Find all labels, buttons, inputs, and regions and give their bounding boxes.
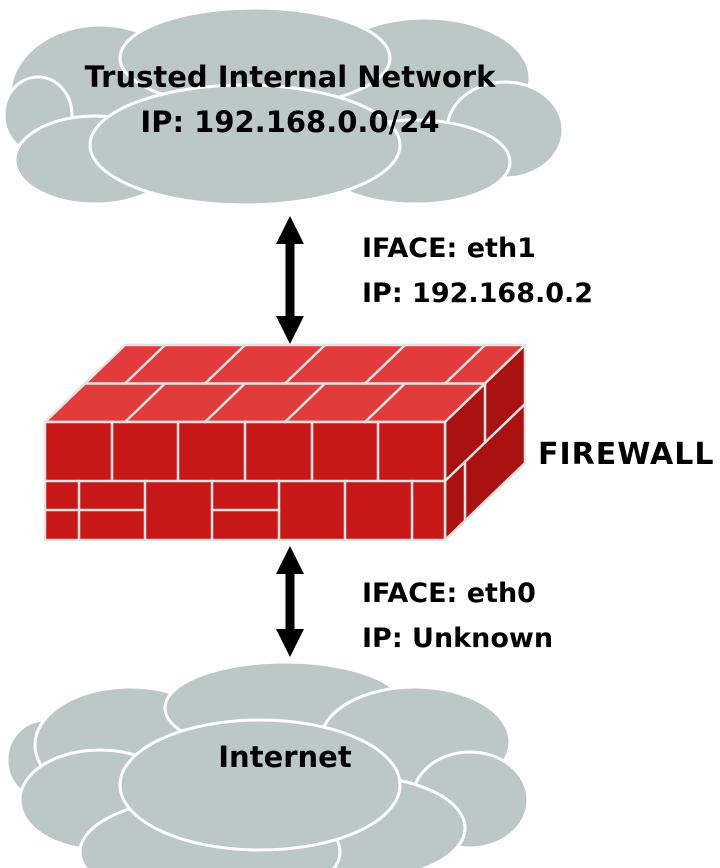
internal-network-ip: IP: 192.168.0.0/24 (140, 105, 440, 139)
lower-interface-label: IFACE: eth0 IP: Unknown (362, 571, 553, 661)
upper-interface-label: IFACE: eth1 IP: 192.168.0.2 (362, 226, 593, 316)
internal-network-name: Trusted Internal Network (84, 60, 496, 94)
internal-network-cloud-shape (2, 6, 565, 207)
lower-link-arrow-icon (276, 546, 304, 657)
internet-label: Internet (218, 740, 352, 774)
firewall-brick-wall-shape (43, 343, 527, 542)
upper-link-arrow-icon (276, 216, 304, 344)
internal-network-label: Trusted Internal Network IP: 192.168.0.0… (20, 55, 560, 145)
upper-interface-name: IFACE: eth1 (362, 233, 536, 264)
lower-interface-ip: IP: Unknown (362, 623, 554, 654)
firewall-label: FIREWALL (538, 437, 715, 472)
internet-cloud-shape (5, 660, 530, 868)
lower-interface-name: IFACE: eth0 (362, 578, 536, 609)
upper-interface-ip: IP: 192.168.0.2 (362, 278, 594, 309)
